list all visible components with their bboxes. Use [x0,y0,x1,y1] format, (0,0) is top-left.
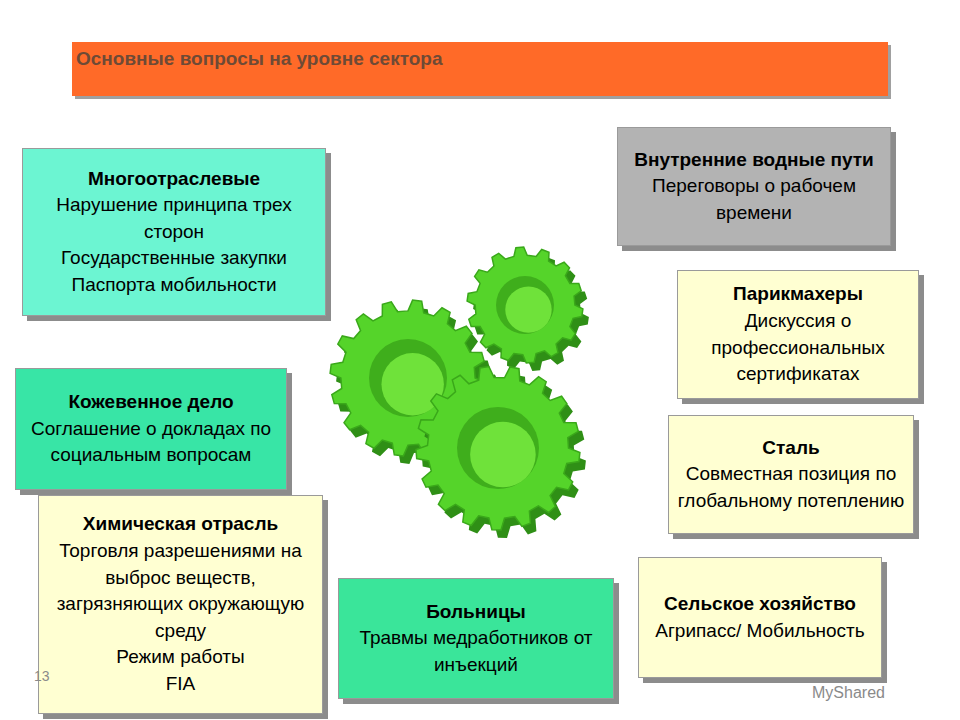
sector-heading: Сельское хозяйство [647,591,873,618]
sector-heading: Кожевенное дело [24,389,278,416]
sector-heading: Многоотраслевые [31,166,317,193]
sector-box: Химическая отрасльТорговля разрешениями … [38,495,323,714]
sector-heading: Больницы [347,599,605,626]
sector-box: Кожевенное делоСоглашение о докладах по … [15,368,287,490]
title-bar: Основные вопросы на уровне сектора [72,42,888,96]
watermark: MyShared [812,684,885,702]
gear [416,367,580,530]
sector-issue: Переговоры о рабочем времени [626,173,882,226]
sector-issue: Государственные закупки [31,245,317,272]
sector-issue: Паспорта мобильности [31,272,317,299]
page-number: 13 [34,668,50,684]
gear-group [330,247,589,538]
gear [467,247,583,363]
sector-heading: Сталь [677,435,905,462]
sector-box: МногоотраслевыеНарушение принципа трех с… [22,148,326,316]
slide-title: Основные вопросы на уровне сектора [72,42,888,70]
gear-hole [496,276,554,334]
sector-issue: Соглашение о докладах по социальным вопр… [24,416,278,469]
sector-issue: Торговля разрешениями на выброс веществ,… [47,538,314,644]
sector-heading: Парикмахеры [686,281,910,308]
sector-issue: Агрипасс/ Мобильность [647,618,873,645]
sector-heading: Химическая отрасль [47,511,314,538]
sector-issue: FIA [47,671,314,698]
sector-box: Сельское хозяйствоАгрипасс/ Мобильность [638,557,882,678]
sector-box: Внутренние водные путиПереговоры о рабоч… [617,127,891,246]
sector-issue: Режим работы [47,644,314,671]
sector-box: ПарикмахерыДискуссия о профессиональных … [677,270,919,399]
sector-issue: Травмы медработников от инъекций [347,625,605,678]
sector-issue: Дискуссия о профессиональных сертификата… [686,308,910,388]
sector-box: БольницыТравмы медработников от инъекций [338,578,614,699]
gear-hole [457,407,539,489]
gear-hole-inner [470,422,536,488]
sector-heading: Внутренние водные пути [626,147,882,174]
sector-issue: Нарушение принципа трех сторон [31,192,317,245]
gear-hole-inner [505,286,551,332]
sector-box: СтальСовместная позиция по глобальному п… [668,415,914,534]
sector-issue: Совместная позиция по глобальному потепл… [677,461,905,514]
